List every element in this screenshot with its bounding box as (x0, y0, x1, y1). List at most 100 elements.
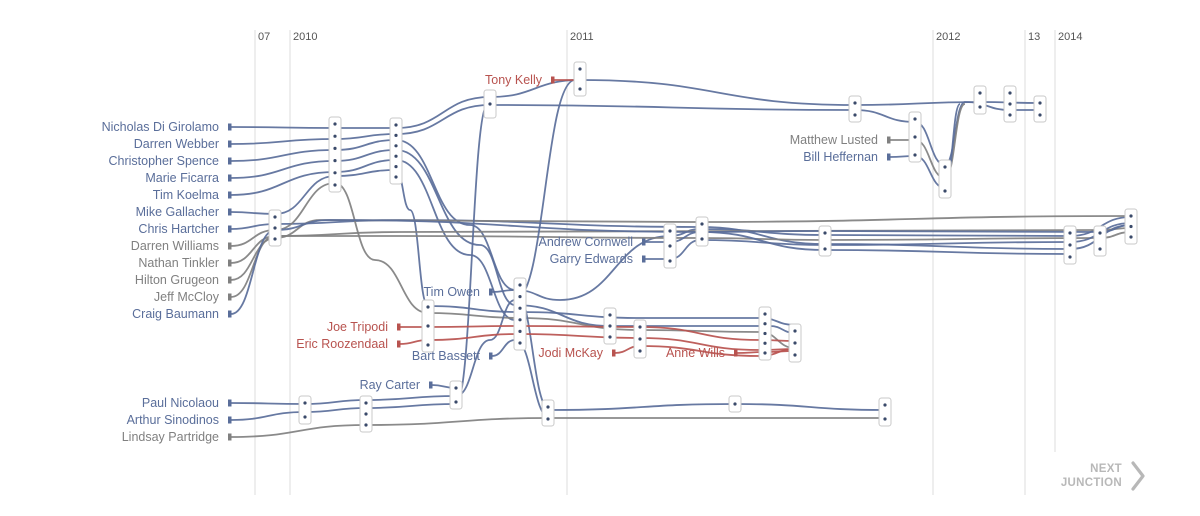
person-label-bba[interactable]: Bart Bassett (412, 349, 481, 363)
junction-dot (333, 183, 337, 187)
junction-dot (608, 313, 612, 317)
junction-box[interactable] (298, 395, 312, 425)
person-label-tke[interactable]: Tony Kelly (485, 73, 543, 87)
junction-box[interactable] (633, 319, 647, 359)
junction-dot (913, 135, 917, 139)
junction-dot (1038, 113, 1042, 117)
junction-dot (1129, 235, 1133, 239)
junction-dot (823, 247, 827, 251)
junction-box[interactable] (389, 117, 403, 185)
person-label-bhe[interactable]: Bill Heffernan (803, 150, 878, 164)
person-label-dwb[interactable]: Darren Webber (134, 137, 219, 151)
person-marker (228, 242, 232, 250)
junction-box[interactable] (1063, 225, 1077, 265)
junction-dot (913, 153, 917, 157)
person-label-mga[interactable]: Mike Gallacher (136, 205, 219, 219)
person-label-cha[interactable]: Chris Hartcher (138, 222, 219, 236)
junction-dot (394, 165, 398, 169)
junction-dot (853, 113, 857, 117)
junction-dot (364, 401, 368, 405)
person-marker (228, 293, 232, 301)
person-marker (228, 140, 232, 148)
person-label-asi[interactable]: Arthur Sinodinos (127, 413, 219, 427)
junction-dot (394, 154, 398, 158)
person-label-dwi[interactable]: Darren Williams (131, 239, 219, 253)
junction-box[interactable] (1003, 85, 1017, 123)
junction-dot (978, 105, 982, 109)
person-label-awi[interactable]: Anne Wills (666, 346, 725, 360)
person-marker (642, 255, 646, 263)
junction-box[interactable] (878, 397, 892, 427)
junction-box[interactable] (328, 116, 342, 193)
junction-box[interactable] (938, 159, 952, 199)
person-label-nti[interactable]: Nathan Tinkler (138, 256, 219, 270)
junction-box[interactable] (973, 85, 987, 115)
junction-dot (668, 259, 672, 263)
person-label-rca[interactable]: Ray Carter (360, 378, 420, 392)
person-label-cba[interactable]: Craig Baumann (132, 307, 219, 321)
junction-box[interactable] (695, 216, 709, 247)
junction-dot (454, 386, 458, 390)
junction-dot (333, 122, 337, 126)
person-marker (887, 136, 891, 144)
junction-box[interactable] (421, 299, 435, 353)
person-label-jtr[interactable]: Joe Tripodi (327, 320, 388, 334)
junction-box[interactable] (663, 223, 677, 269)
junction-dot (333, 159, 337, 163)
person-marker (228, 433, 232, 441)
junction-box[interactable] (359, 395, 373, 433)
junction-dot (763, 322, 767, 326)
junction-dot (638, 337, 642, 341)
person-marker (642, 238, 646, 246)
person-label-pni[interactable]: Paul Nicolaou (142, 396, 219, 410)
junction-boxes (268, 61, 1138, 433)
junction-dot (638, 349, 642, 353)
junction-box[interactable] (541, 399, 555, 427)
person-label-hgr[interactable]: Hilton Grugeon (135, 273, 219, 287)
junction-box[interactable] (483, 89, 497, 119)
junction-box[interactable] (818, 225, 832, 257)
junction-box[interactable] (449, 380, 463, 410)
next-junction-button[interactable]: NEXT JUNCTION (1046, 458, 1156, 498)
junction-box[interactable] (728, 395, 742, 413)
junction-dot (1008, 91, 1012, 95)
junction-box[interactable] (1033, 95, 1047, 123)
junction-dot (853, 101, 857, 105)
person-label-lpa[interactable]: Lindsay Partridge (122, 430, 219, 444)
person-label-jmc[interactable]: Jeff McCloy (154, 290, 220, 304)
person-label-jmk[interactable]: Jodi McKay (538, 346, 603, 360)
junction-box[interactable] (573, 61, 587, 97)
person-label-tko[interactable]: Tim Koelma (153, 188, 219, 202)
person-label-tow[interactable]: Tim Owen (424, 285, 481, 299)
junction-dot (546, 417, 550, 421)
year-label: 13 (1028, 31, 1040, 43)
person-label-csp[interactable]: Christopher Spence (109, 154, 220, 168)
person-marker (228, 157, 232, 165)
junction-box[interactable] (1124, 208, 1138, 245)
person-label-ndg[interactable]: Nicholas Di Girolamo (102, 120, 219, 134)
chevron-right-icon (1131, 461, 1145, 491)
person-label-mlu[interactable]: Matthew Lusted (790, 133, 878, 147)
junction-box[interactable] (848, 95, 862, 123)
person-marker (228, 225, 232, 233)
junction-box[interactable] (788, 323, 802, 363)
junction-box[interactable] (908, 111, 922, 163)
person-marker (228, 399, 232, 407)
junction-dot (333, 146, 337, 150)
junction-dot (454, 400, 458, 404)
junction-dot (333, 134, 337, 138)
junction-box[interactable] (268, 209, 282, 247)
junction-dot (426, 324, 430, 328)
junction-dot (518, 306, 522, 310)
person-label-aco[interactable]: Andrew Cornwell (539, 235, 633, 249)
junction-box[interactable] (603, 307, 617, 345)
person-marker (228, 174, 232, 182)
person-label-mfi[interactable]: Marie Ficarra (145, 171, 219, 185)
person-label-ged[interactable]: Garry Edwards (550, 252, 633, 266)
junction-box[interactable] (1093, 225, 1107, 257)
person-label-ero[interactable]: Eric Roozendaal (296, 337, 388, 351)
junction-box[interactable] (758, 306, 772, 361)
junction-box[interactable] (513, 277, 527, 351)
person-marker (228, 416, 232, 424)
